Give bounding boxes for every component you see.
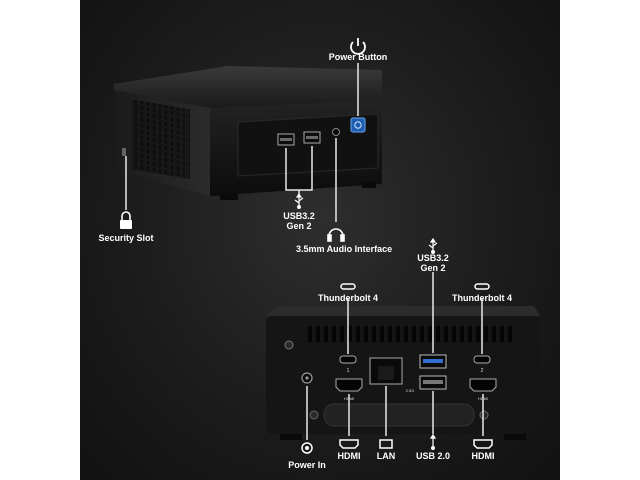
hdmi-right-label: HDMI	[471, 451, 495, 461]
lan-label: LAN	[376, 451, 396, 461]
usb2-label: USB 2.0	[415, 451, 451, 461]
usb-icon	[294, 192, 304, 210]
usb-icon	[429, 433, 437, 451]
thunderbolt-icon	[474, 283, 490, 290]
audio-label: 3.5mm Audio Interface	[296, 244, 393, 254]
tb2-mark: 2	[481, 368, 484, 374]
tb1-mark: 1	[347, 368, 350, 374]
usb-front-label: USB3.2 Gen 2	[283, 211, 315, 231]
usb-icon	[428, 237, 438, 255]
lan-speed-mark: 2.5G	[406, 388, 415, 393]
hdmi-icon	[339, 439, 359, 449]
hdmi-icon	[473, 439, 493, 449]
lock-icon	[120, 211, 132, 229]
callout-lines	[125, 63, 484, 440]
headset-icon	[327, 228, 345, 242]
security-slot-label: Security Slot	[98, 233, 154, 243]
front-unit	[114, 66, 382, 200]
usb-rear-label: USB3.2 Gen 2	[417, 253, 449, 273]
thunderbolt-left-label: Thunderbolt 4	[318, 293, 378, 303]
hdmi-mark-right: HDMI	[478, 396, 488, 401]
rear-unit	[266, 306, 540, 440]
power-in-label: Power In	[288, 460, 326, 470]
dc-power-icon	[301, 442, 313, 454]
hdmi-left-label: HDMI	[337, 451, 361, 461]
hdmi-mark-left: HDMI	[344, 396, 354, 401]
power-button-label: Power Button	[328, 52, 388, 62]
device-illustration: 1 2 2.5G HDMI HDMI	[114, 38, 540, 454]
thunderbolt-right-label: Thunderbolt 4	[452, 293, 512, 303]
lan-icon	[379, 439, 393, 449]
power-icon	[350, 38, 366, 55]
product-photo-canvas: 1 2 2.5G HDMI HDMI Power Button Security…	[80, 0, 560, 480]
thunderbolt-icon	[340, 283, 356, 290]
